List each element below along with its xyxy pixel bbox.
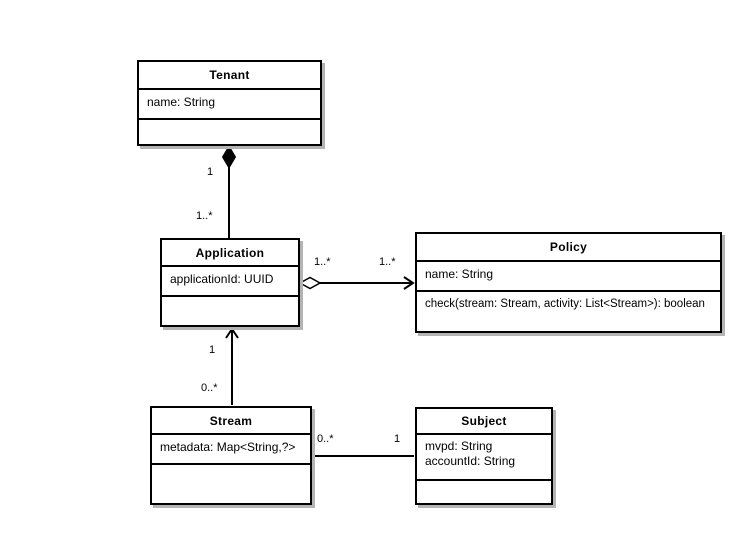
multiplicity-policy-end: 1..*: [379, 256, 396, 268]
composition-diamond-icon: [221, 145, 237, 169]
arrowhead-icon: [403, 276, 415, 290]
class-stream-attribute: metadata: Map<String,?>: [160, 440, 296, 454]
class-subject-attribute: accountId: String: [425, 454, 516, 468]
multiplicity-application-end-of-stream: 1: [209, 344, 216, 356]
class-tenant-attribute: name: String: [147, 95, 216, 109]
multiplicity-application-end-of-policy: 1..*: [314, 256, 331, 268]
multiplicity-stream-end-of-application: 0..*: [201, 382, 218, 394]
class-tenant: Tenant name: String: [137, 60, 322, 146]
multiplicity-stream-end-of-subject: 0..*: [317, 433, 334, 445]
class-stream-title: Stream: [152, 408, 310, 435]
connector-tenant-application-composition: [221, 145, 237, 238]
class-policy-method: check(stream: Stream, activity: List<Str…: [425, 298, 705, 310]
class-tenant-title: Tenant: [139, 62, 320, 90]
aggregation-diamond-icon: [298, 276, 322, 290]
arrowhead-icon: [225, 327, 239, 339]
multiplicity-application-end-of-tenant: 1..*: [196, 210, 213, 222]
class-application: Application applicationId: UUID: [160, 238, 300, 327]
class-stream: Stream metadata: Map<String,?>: [150, 406, 312, 505]
class-policy: Policy name: String check(stream: Stream…: [415, 232, 722, 333]
class-subject-attribute: mvpd: String: [425, 439, 493, 453]
multiplicity-subject-end: 1: [394, 433, 401, 445]
class-tenant-methods-empty: [139, 120, 320, 144]
multiplicity-tenant-end: 1: [207, 166, 214, 178]
class-application-methods-empty: [162, 297, 298, 325]
class-application-title: Application: [162, 240, 298, 267]
class-policy-title: Policy: [417, 234, 720, 262]
class-subject-methods-empty: [417, 481, 551, 503]
class-subject-title: Subject: [417, 409, 551, 435]
class-subject: Subject mvpd: String accountId: String: [415, 407, 553, 505]
class-stream-methods-empty: [152, 465, 310, 503]
class-application-attribute: applicationId: UUID: [170, 272, 274, 286]
class-policy-attribute: name: String: [425, 267, 494, 281]
connector-application-stream-association: [225, 327, 239, 405]
connector-application-policy-aggregation: [298, 276, 415, 290]
